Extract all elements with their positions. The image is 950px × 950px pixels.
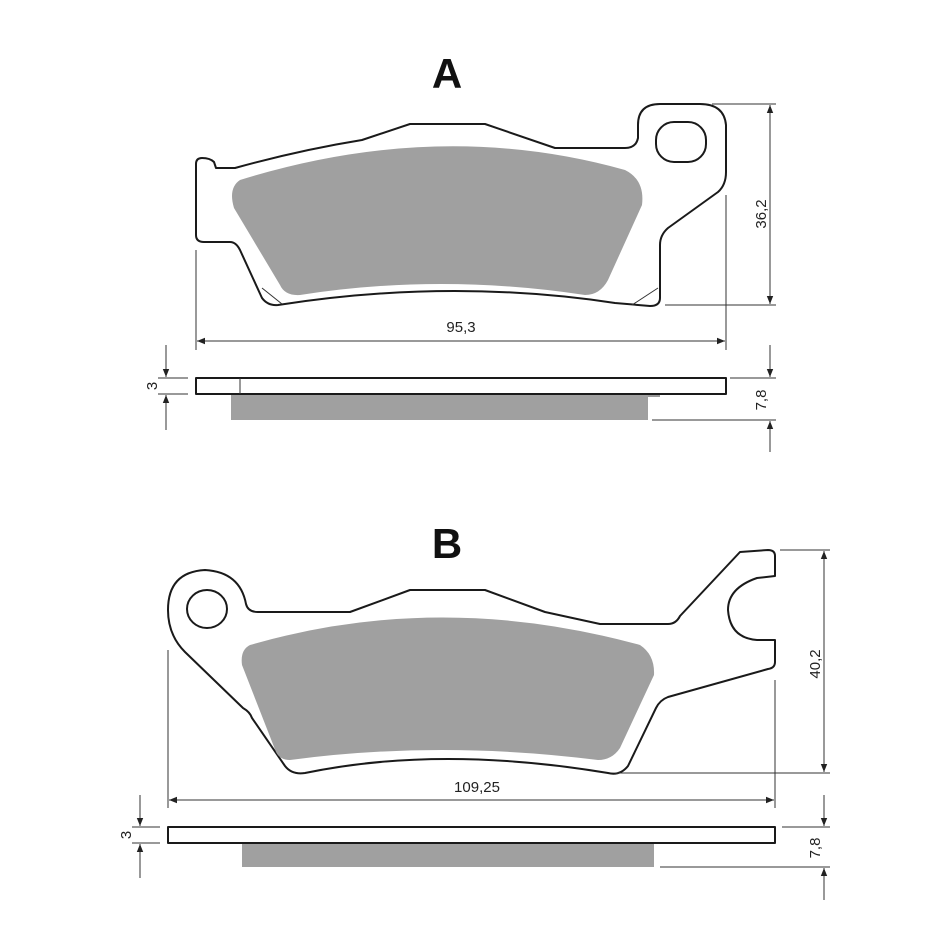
pad-a-side-friction [231, 394, 648, 420]
pad-a-width-label: 95,3 [446, 319, 475, 336]
pad-a-friction-material [232, 146, 643, 296]
pad-b-side-plate [167, 826, 776, 844]
pad-a-chamfer-lines [261, 287, 659, 306]
pad-b-side-friction [242, 843, 654, 867]
pad-a-plate-thickness-label: 3 [144, 382, 161, 390]
pad-b-width-label: 109,25 [454, 779, 500, 796]
pad-a-side-plate [195, 377, 727, 395]
pad-b-height-label: 40,2 [807, 649, 824, 678]
pad-a-label: A [432, 50, 462, 97]
pad-a: A 95,3 36,2 3 7,8 [144, 50, 776, 452]
pad-a-mounting-hole [655, 121, 707, 163]
pad-b: B 109,25 40,2 3 7,8 [118, 520, 830, 900]
pad-b-label: B [432, 520, 462, 567]
pad-a-height-label: 36,2 [753, 199, 770, 228]
pad-b-mounting-hole [186, 589, 228, 629]
pad-b-plate-thickness-label: 3 [118, 831, 135, 839]
pad-a-total-thickness-label: 7,8 [753, 390, 770, 411]
pad-b-friction-material [241, 617, 655, 760]
pad-b-total-thickness-label: 7,8 [807, 838, 824, 859]
